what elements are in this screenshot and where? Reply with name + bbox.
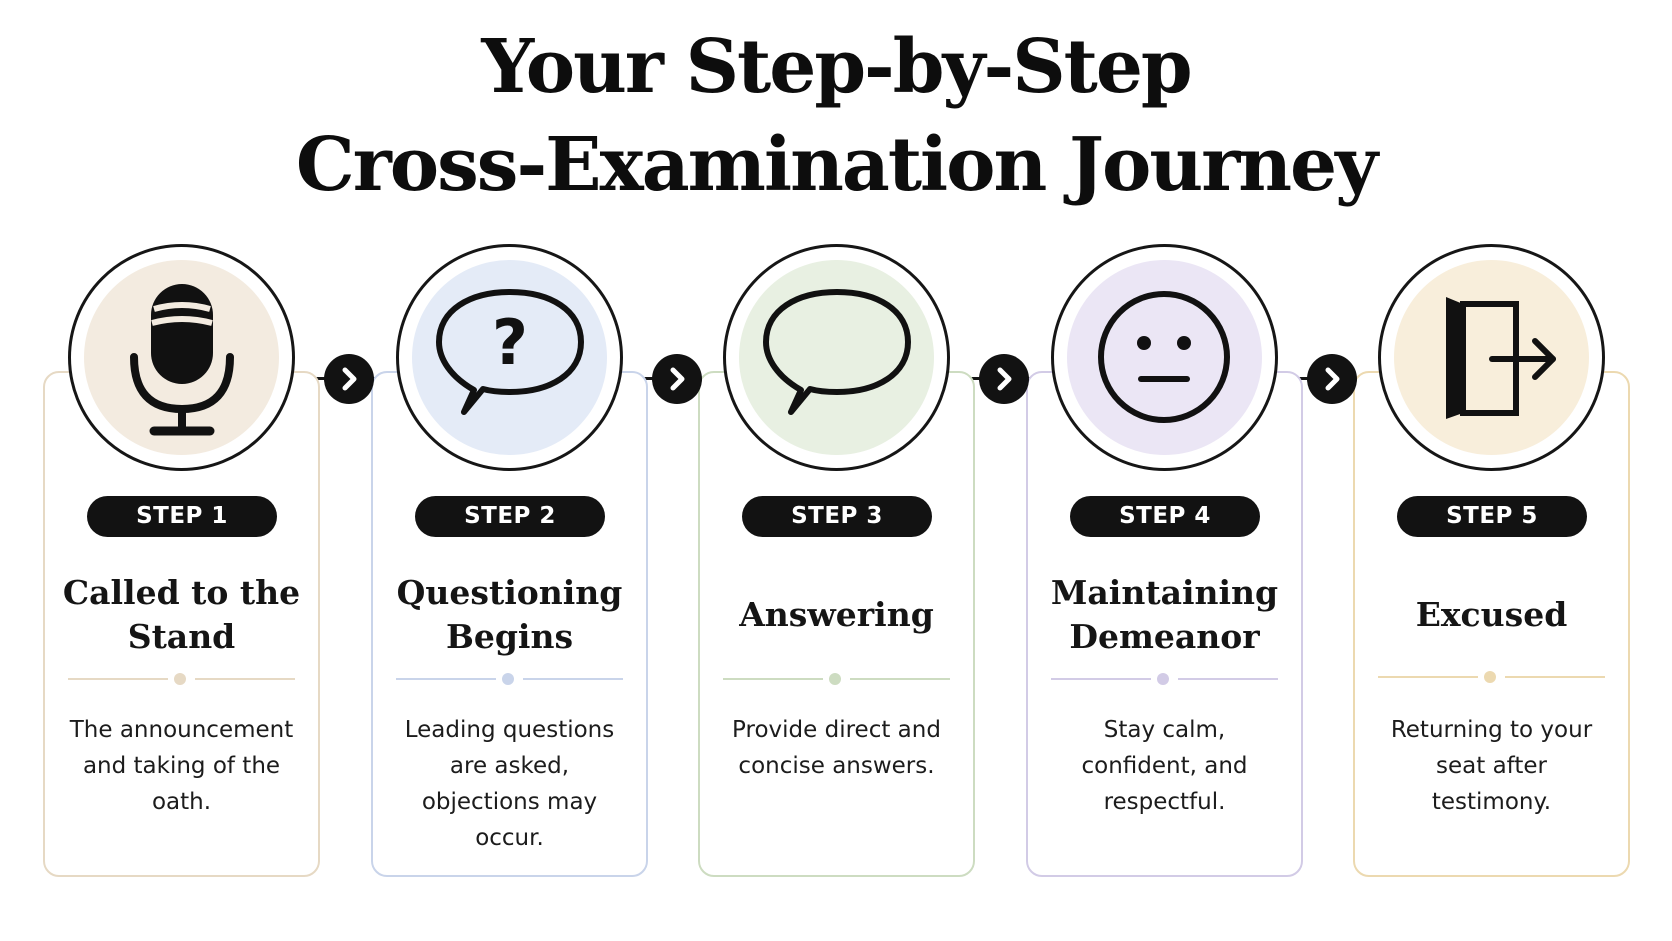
svg-text:?: ? (492, 306, 528, 379)
step-3-icon-circle (723, 244, 950, 471)
microphone-icon (130, 284, 234, 436)
step-4-badge: STEP 4 (1070, 496, 1260, 537)
exit-door-icon (1446, 297, 1556, 419)
step-3-divider (723, 673, 950, 685)
speech-bubble-icon (763, 289, 911, 415)
step-2-badge: STEP 2 (415, 496, 605, 537)
step-3-badge: STEP 3 (742, 496, 932, 537)
step-1-heading: Called to the Stand (62, 573, 301, 656)
chevron-right-icon (1307, 354, 1357, 404)
step-4-icon-circle (1051, 244, 1278, 471)
title-line-2: Cross-Examination Journey (295, 122, 1378, 208)
step-1-icon-circle (68, 244, 295, 471)
chevron-right-icon (979, 354, 1029, 404)
step-2-heading: Questioning Begins (396, 573, 623, 656)
step-3-heading: Answering (739, 595, 934, 634)
step-4-description: Stay calm, confident, and respectful. (1081, 717, 1248, 815)
step-2-divider (396, 673, 623, 685)
step-4-divider (1051, 673, 1278, 685)
page-title: Your Step-by-Step Cross-Examination Jour… (0, 18, 1672, 214)
neutral-face-icon (1098, 291, 1230, 423)
step-5-description: Returning to your seat after testimony. (1390, 717, 1593, 815)
step-3-description: Provide direct and concise answers. (732, 717, 941, 779)
step-4-heading: Maintaining Demeanor (1050, 573, 1279, 656)
step-5-heading: Excused (1415, 595, 1568, 634)
step-1-badge: STEP 1 (87, 496, 277, 537)
step-5-icon-circle (1378, 244, 1605, 471)
step-5-divider (1378, 671, 1605, 683)
chevron-right-icon (324, 354, 374, 404)
step-5-badge: STEP 5 (1397, 496, 1587, 537)
chevron-right-icon (652, 354, 702, 404)
step-1-description: The announcement and taking of the oath. (69, 717, 294, 815)
step-1-divider (68, 673, 295, 685)
question-bubble-icon: ? (436, 289, 584, 415)
step-2-icon-circle: ? (396, 244, 623, 471)
step-2-description: Leading questions are asked, objections … (404, 717, 615, 851)
title-line-1: Your Step-by-Step (481, 24, 1192, 110)
